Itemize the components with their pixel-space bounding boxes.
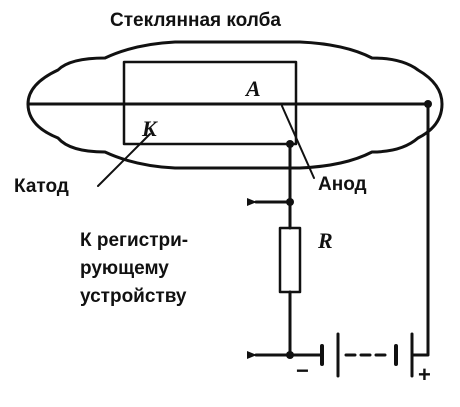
cathode-pointer [97, 133, 151, 187]
output-label-line3: устройству [80, 286, 187, 307]
cathode-label: Катод [14, 176, 69, 197]
anode-pointer [281, 105, 315, 179]
return-wire [410, 102, 430, 357]
output-label-line1: К регистри- [80, 230, 189, 251]
resistor-symbol: R [318, 228, 333, 253]
junction-dot-right [424, 100, 432, 108]
resistor [278, 226, 302, 294]
output-label-line2: рующему [80, 258, 169, 279]
plus-sign: + [418, 362, 431, 387]
junction-dot-output [286, 198, 294, 206]
minus-sign: − [296, 358, 309, 383]
anode-symbol: A [246, 76, 261, 101]
glass-bulb-outline [26, 40, 444, 170]
cathode-cylinder [122, 60, 298, 146]
junction-dot-cathode [286, 140, 294, 148]
bulb-label: Стеклянная колба [110, 10, 281, 31]
anode-label: Анод [318, 174, 367, 195]
junction-dot-bottom [286, 351, 294, 359]
cathode-symbol: K [142, 116, 157, 141]
